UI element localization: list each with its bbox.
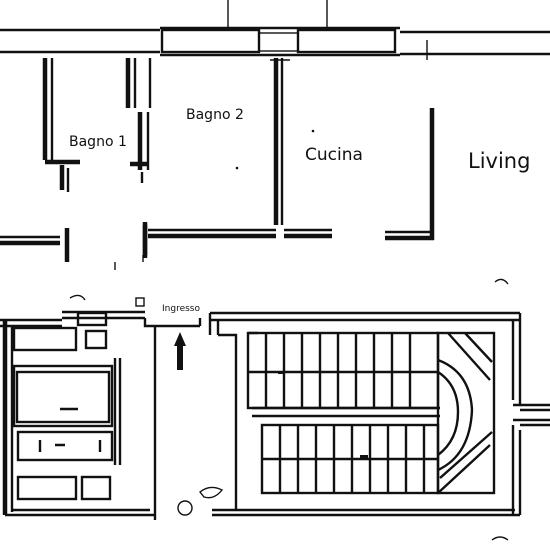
stairwell-building (0, 278, 550, 541)
entrance-arrow (174, 332, 186, 370)
entrance-label: Ingresso (162, 304, 200, 314)
room-label-living: Living (468, 149, 530, 173)
plan-mark (311, 129, 315, 133)
upper-apartment-walls (0, 0, 550, 270)
room-label-cucina: Cucina (305, 145, 363, 165)
plan-mark (235, 166, 239, 170)
room-label-bagno-2: Bagno 2 (186, 107, 244, 123)
room-label-bagno-1: Bagno 1 (69, 134, 127, 150)
